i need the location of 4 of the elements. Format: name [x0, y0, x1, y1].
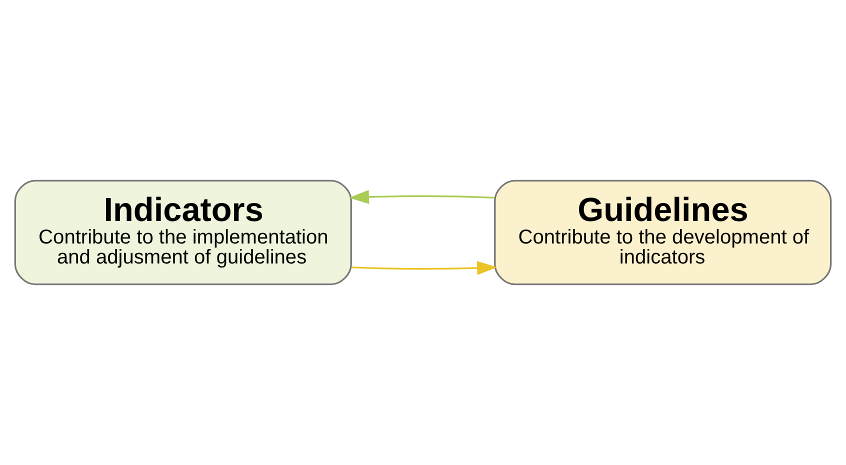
arrow — [348, 190, 495, 204]
node-box: Indicators Contribute to the implementation and adjusment of guidelines — [14, 180, 352, 286]
node-box: Guidelines Contribute to the development of indicators — [494, 180, 832, 286]
arrow — [351, 261, 498, 276]
